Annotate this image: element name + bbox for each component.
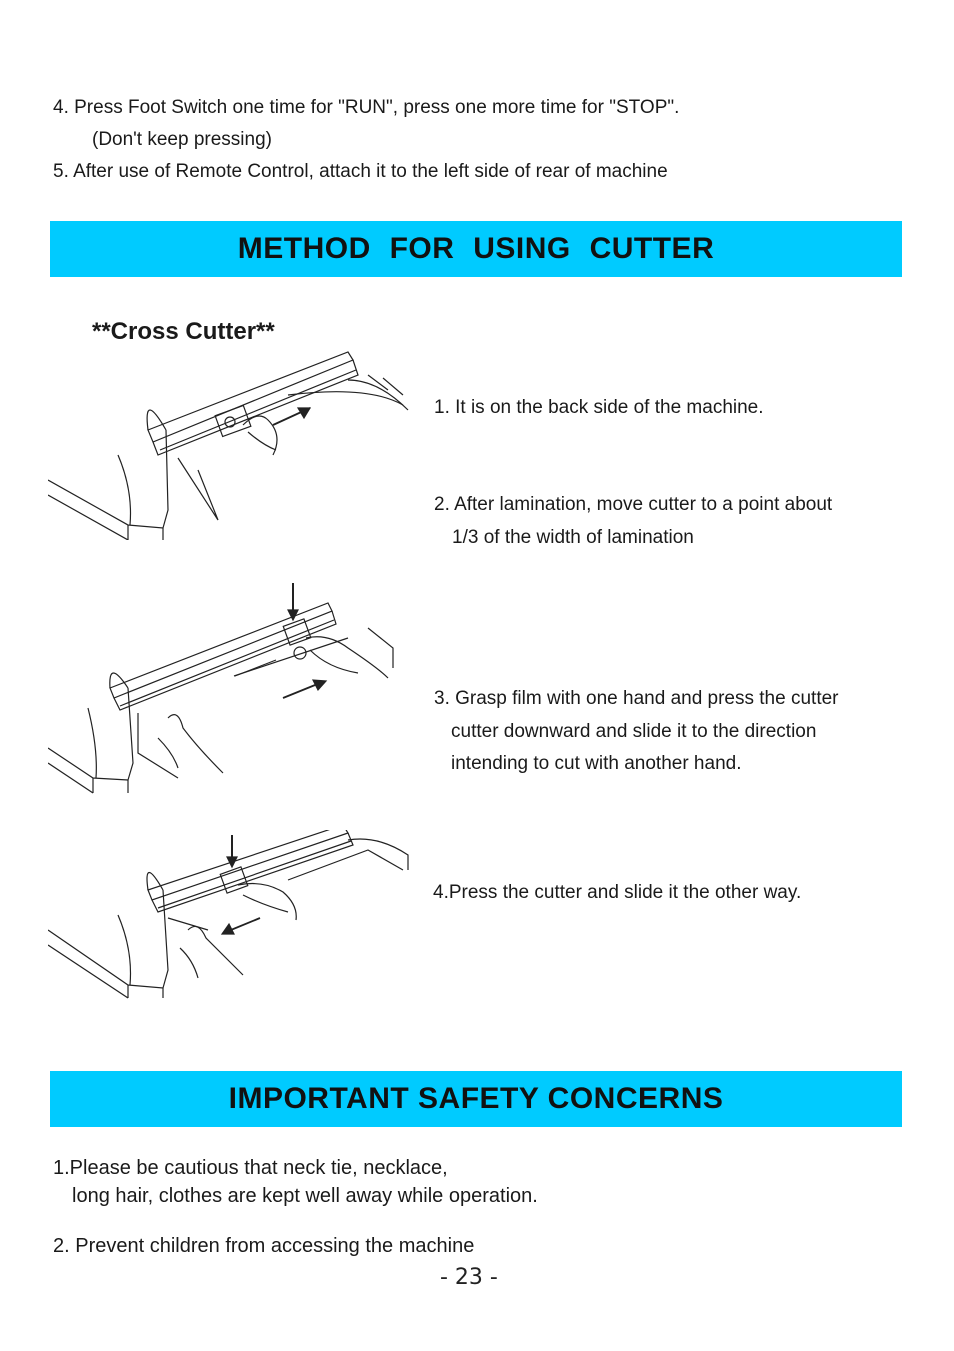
cross-cutter-subtitle: **Cross Cutter**: [92, 318, 275, 345]
intro-step-4-note: (Don't keep pressing): [92, 129, 272, 150]
page-number: - 23 -: [440, 1265, 498, 1290]
cutter-illustration-3: [48, 830, 413, 1010]
safety-item-2: 2. Prevent children from accessing the m…: [53, 1235, 475, 1257]
cutter-section-header: METHOD FOR USING CUTTER: [50, 221, 902, 277]
cutter-step-4: 4.Press the cutter and slide it the othe…: [433, 882, 802, 903]
cutter-step-3-cont-a: cutter downward and slide it to the dire…: [451, 721, 817, 742]
cutter-section-title: METHOD FOR USING CUTTER: [237, 232, 715, 265]
cutter-step-3: 3. Grasp film with one hand and press th…: [434, 688, 839, 709]
cutter-step-3-cont-b: intending to cut with another hand.: [451, 753, 742, 774]
cutter-step-1: 1. It is on the back side of the machine…: [434, 397, 764, 418]
intro-step-5: 5. After use of Remote Control, attach i…: [53, 161, 668, 182]
safety-item-1: 1.Please be cautious that neck tie, neck…: [53, 1157, 448, 1179]
cutter-step-2-cont: 1/3 of the width of lamination: [452, 527, 694, 548]
safety-section-header: IMPORTANT SAFETY CONCERNS: [50, 1071, 902, 1127]
intro-step-4: 4. Press Foot Switch one time for "RUN",…: [53, 97, 680, 118]
cutter-illustration-1: [48, 350, 413, 540]
cutter-illustration-2: [48, 578, 398, 798]
safety-item-1-cont: long hair, clothes are kept well away wh…: [72, 1185, 538, 1207]
cutter-step-2: 2. After lamination, move cutter to a po…: [434, 494, 833, 515]
safety-section-title: IMPORTANT SAFETY CONCERNS: [228, 1082, 724, 1115]
